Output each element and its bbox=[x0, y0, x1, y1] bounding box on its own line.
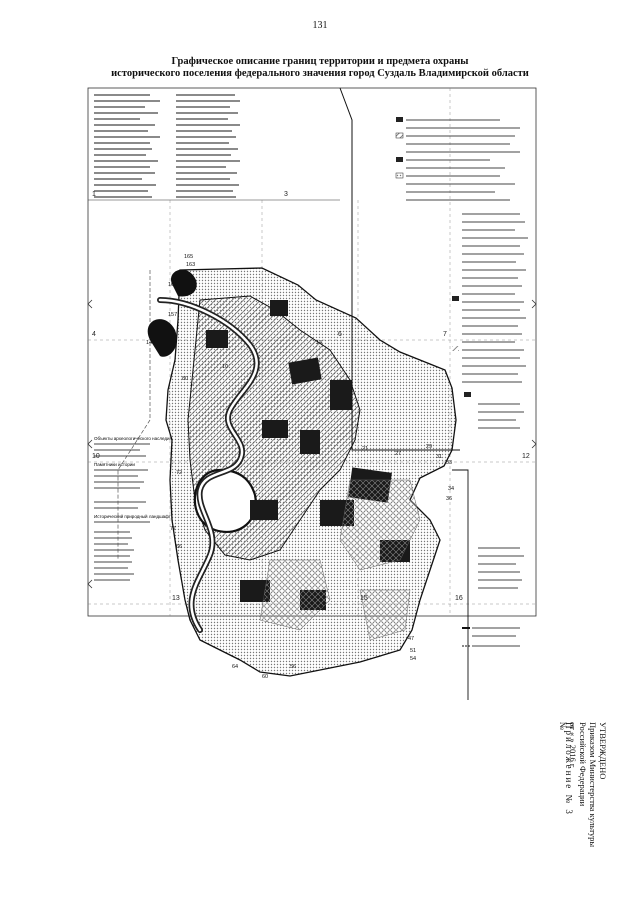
right-boundary-line bbox=[339, 87, 460, 451]
sheet-number: 7 bbox=[443, 331, 447, 338]
appendix-text: Приложение № 3 bbox=[564, 722, 574, 816]
sheet-number: 10 bbox=[92, 453, 100, 460]
page-number: 131 bbox=[312, 20, 328, 31]
appendix-label: Приложение № 3 bbox=[560, 722, 574, 832]
outer-dashed-limit bbox=[117, 270, 151, 560]
boundary-point-label: 34 bbox=[448, 486, 454, 492]
boundary-point-label: 51 bbox=[410, 648, 416, 654]
boundary-point-label: 56 bbox=[290, 664, 296, 670]
sheet-number: 14 bbox=[262, 595, 270, 602]
pond bbox=[170, 269, 197, 297]
boundary-point-label: 157 bbox=[168, 312, 177, 318]
title-line-2: исторического поселения федерального зна… bbox=[111, 68, 529, 79]
legend-left bbox=[94, 94, 240, 581]
legend-right bbox=[395, 117, 528, 647]
approval-stamp: УТВЕРЖДЕНО Приказом Министерства культур… bbox=[498, 722, 608, 882]
sheet-number: 1 bbox=[92, 191, 96, 198]
pond bbox=[147, 319, 177, 357]
boundary-point-label: 21 bbox=[362, 446, 368, 452]
river-inner bbox=[158, 298, 258, 632]
boundary-point-label: 72 bbox=[176, 470, 182, 476]
sheet-number: 6 bbox=[338, 331, 342, 338]
boundary-point-label: 77 bbox=[170, 526, 176, 532]
legend-heading: Памятники истории bbox=[94, 462, 135, 467]
boundary-point-label: 33 bbox=[446, 460, 452, 466]
sheet-number: 15 bbox=[360, 595, 368, 602]
page-title: Графическое описание границ территории и… bbox=[90, 56, 550, 80]
boundary-point-label: 66 bbox=[176, 544, 182, 550]
boundary-point-label: 10 bbox=[222, 364, 228, 370]
boundary-point-label: 27 bbox=[395, 451, 401, 457]
legend-heading: Исторический природный ландшафт bbox=[94, 513, 171, 519]
approval-line-1: Приказом Министерства культуры bbox=[588, 722, 598, 848]
boundary-point-label: 54 bbox=[410, 656, 416, 662]
landscape-areas bbox=[259, 479, 421, 641]
boundary-point-label: 47 bbox=[408, 636, 414, 642]
boundary-point-label: 64 bbox=[232, 664, 238, 670]
approval-heading: УТВЕРЖДЕНО bbox=[598, 722, 608, 780]
boundary-point-label: 161 bbox=[168, 282, 177, 288]
title-line-1: Графическое описание границ территории и… bbox=[171, 56, 469, 67]
boundary-point-label: 31 bbox=[436, 454, 442, 460]
boundary-point-label: 80 bbox=[182, 376, 188, 382]
edge-arrows bbox=[87, 299, 537, 589]
legend-heading: Объекты археологического наследия bbox=[94, 436, 173, 441]
sheet-number: 16 bbox=[455, 595, 463, 602]
sheet-number: 13 bbox=[172, 595, 180, 602]
boundary-point-label: 60 bbox=[262, 674, 268, 680]
boundary-point-label: 143 bbox=[146, 340, 155, 346]
boundary-point-label: 29 bbox=[426, 444, 432, 450]
boundary-point-label: 14 bbox=[316, 340, 322, 346]
sheet-number: 4 bbox=[92, 331, 96, 338]
boundary-point-label: 165 bbox=[184, 254, 193, 260]
sheet-number: 3 bbox=[284, 191, 288, 198]
kremlin-loop bbox=[193, 468, 257, 533]
right-legend-divider bbox=[452, 469, 469, 700]
boundary-point-label: 36 bbox=[446, 496, 452, 502]
boundary-point-label: 163 bbox=[186, 262, 195, 268]
approval-line-2: Российской Федерации bbox=[578, 722, 588, 807]
sheet-number: 12 bbox=[522, 453, 530, 460]
